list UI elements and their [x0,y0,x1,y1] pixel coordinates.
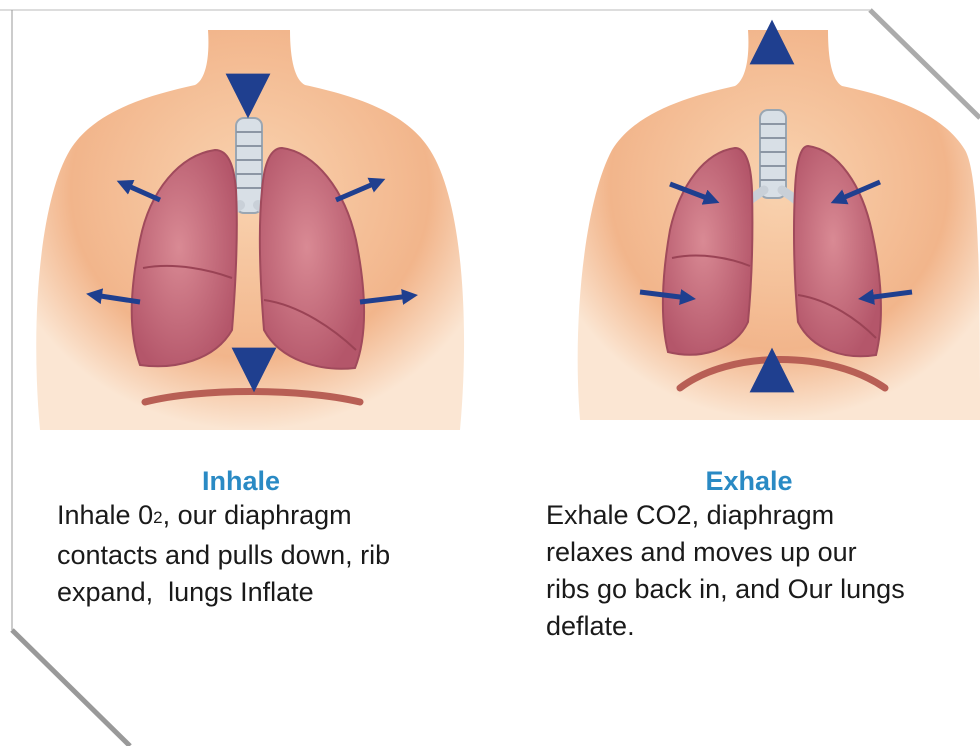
exhale-description: Exhale CO2, diaphragm relaxes and moves … [546,497,978,645]
inhale-desc-line3: expand, lungs Inflate [57,574,477,611]
exhale-panel: Exhale Exhale CO2, diaphragm relaxes and… [490,0,980,746]
inhale-desc-line2: contacts and pulls down, rib [57,537,477,574]
inhale-desc-sub: 2 [153,508,162,527]
inhale-desc-line1-rest: , our diaphragm [163,500,352,530]
inhale-desc-line1: Inhale 02, our diaphragm [57,497,477,537]
exhale-title: Exhale [504,466,980,497]
inhale-description: Inhale 02, our diaphragm contacts and pu… [57,497,477,611]
exhale-desc-line4: deflate. [546,608,978,645]
inhale-desc-prefix: Inhale 0 [57,500,153,530]
inhale-panel: Inhale Inhale 02, our diaphragm contacts… [0,0,490,746]
exhale-desc-line1: Exhale CO2, diaphragm [546,497,978,534]
exhale-desc-line2: relaxes and moves up our [546,534,978,571]
exhale-desc-line3: ribs go back in, and Our lungs [546,571,978,608]
inhale-title: Inhale [0,466,486,497]
